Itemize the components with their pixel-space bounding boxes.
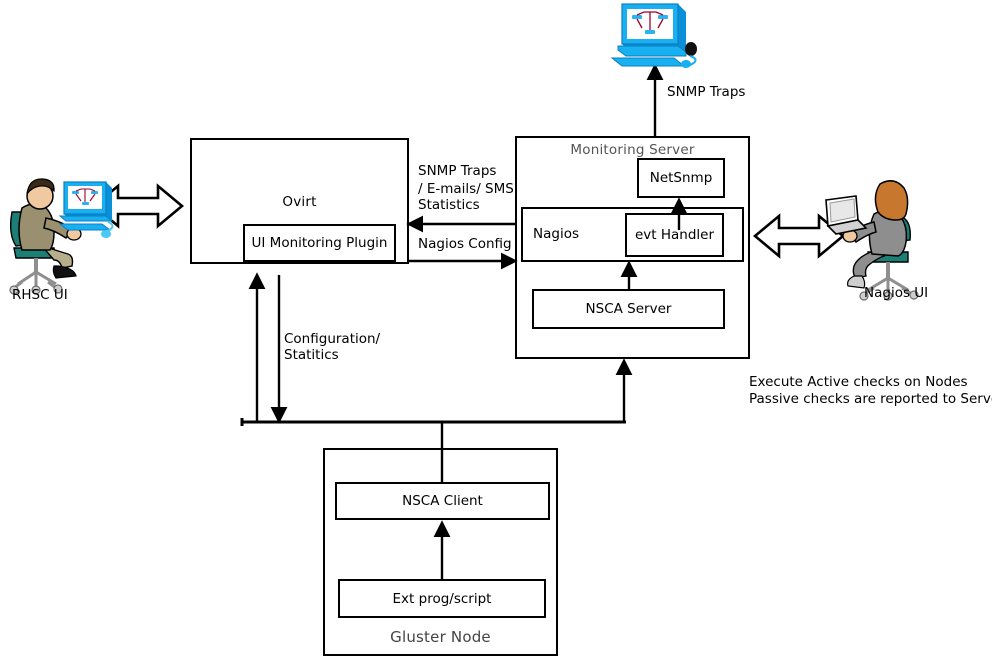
person-at-desktop-icon bbox=[9, 178, 114, 295]
ui-monitoring-plugin-label: UI Monitoring Plugin bbox=[251, 235, 388, 251]
nsca-client-label: NSCA Client bbox=[402, 493, 483, 509]
label-nagios-ui: Nagios UI bbox=[864, 285, 929, 301]
ext-prog-script-label: Ext prog/script bbox=[392, 590, 492, 607]
box-monitoring-server[interactable] bbox=[515, 136, 750, 359]
box-nsca-client[interactable]: NSCA Client bbox=[335, 482, 550, 520]
nagios-label: Nagios bbox=[533, 226, 579, 242]
box-gluster-node[interactable] bbox=[323, 448, 558, 656]
box-ext-prog-script[interactable]: Ext prog/script bbox=[338, 579, 546, 618]
label-snmp-traps-top: SNMP Traps bbox=[667, 84, 746, 100]
evt-handler-label: evt Handler bbox=[634, 227, 715, 243]
ovirt-label: Ovirt bbox=[282, 194, 317, 210]
label-configuration-line1: Configuration/ bbox=[284, 331, 381, 347]
note-passive-checks: Passive checks are reported to Server bbox=[749, 391, 992, 407]
monitoring-server-label: Monitoring Server bbox=[570, 142, 695, 158]
label-rhsc-ui: RHSC UI bbox=[12, 287, 68, 303]
note-active-checks: Execute Active checks on Nodes bbox=[749, 374, 968, 390]
label-snmp-traps-emails-line2: / E-mails/ SMS bbox=[418, 181, 514, 197]
label-nagios-config: Nagios Config bbox=[418, 236, 512, 252]
arrow-server-to-nagiosui bbox=[752, 213, 846, 259]
box-nsca-server[interactable]: NSCA Server bbox=[532, 289, 725, 329]
gluster-node-label: Gluster Node bbox=[390, 628, 491, 646]
box-nagios[interactable] bbox=[521, 207, 744, 262]
box-ovirt[interactable] bbox=[190, 138, 409, 264]
label-configuration-line2: Statitics bbox=[284, 347, 339, 363]
network-workstation-icon bbox=[610, 3, 697, 68]
box-evt-handler[interactable]: evt Handler bbox=[625, 213, 724, 257]
arrow-rhsc-to-ovirt bbox=[91, 183, 185, 229]
netsnmp-label: NetSnmp bbox=[649, 170, 713, 186]
box-netsnmp[interactable]: NetSnmp bbox=[637, 158, 725, 198]
connector-bus bbox=[240, 418, 626, 426]
nsca-server-label: NSCA Server bbox=[585, 301, 672, 317]
person-with-laptop-icon bbox=[825, 180, 919, 301]
label-snmp-traps-emails-line3: Statistics bbox=[418, 197, 480, 213]
label-snmp-traps-emails-line1: SNMP Traps bbox=[418, 163, 497, 179]
box-ui-monitoring-plugin[interactable]: UI Monitoring Plugin bbox=[243, 224, 396, 262]
